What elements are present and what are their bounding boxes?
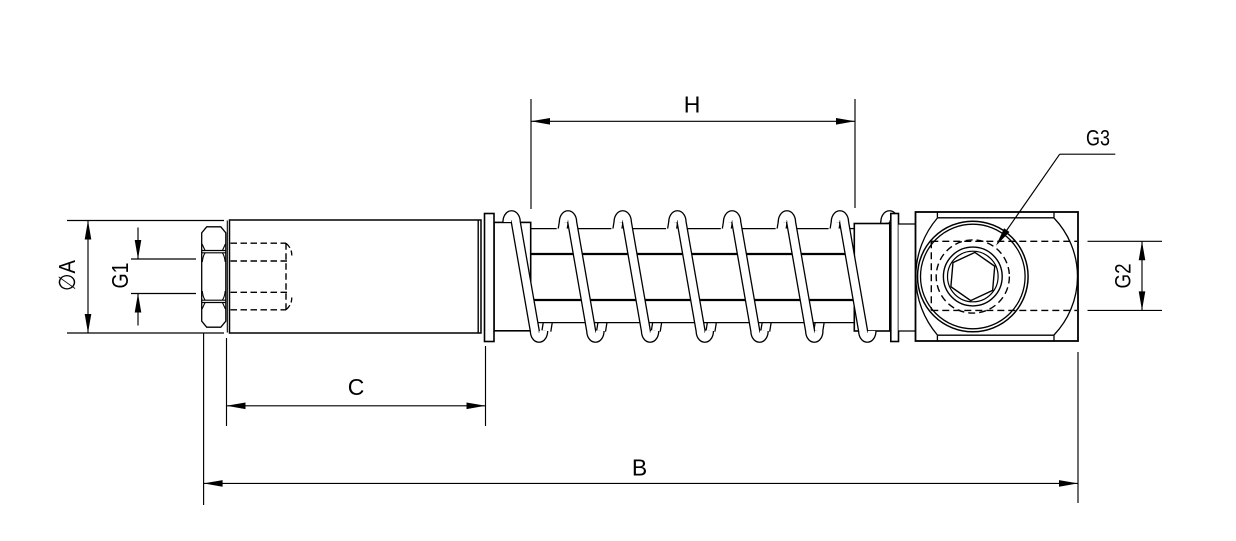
svg-text:∅A: ∅A (54, 259, 80, 291)
svg-text:G2: G2 (1110, 264, 1135, 289)
svg-text:H: H (684, 92, 701, 118)
svg-text:G3: G3 (1086, 125, 1110, 150)
svg-text:B: B (632, 455, 647, 481)
svg-text:C: C (348, 374, 365, 400)
svg-text:G1: G1 (107, 263, 133, 289)
